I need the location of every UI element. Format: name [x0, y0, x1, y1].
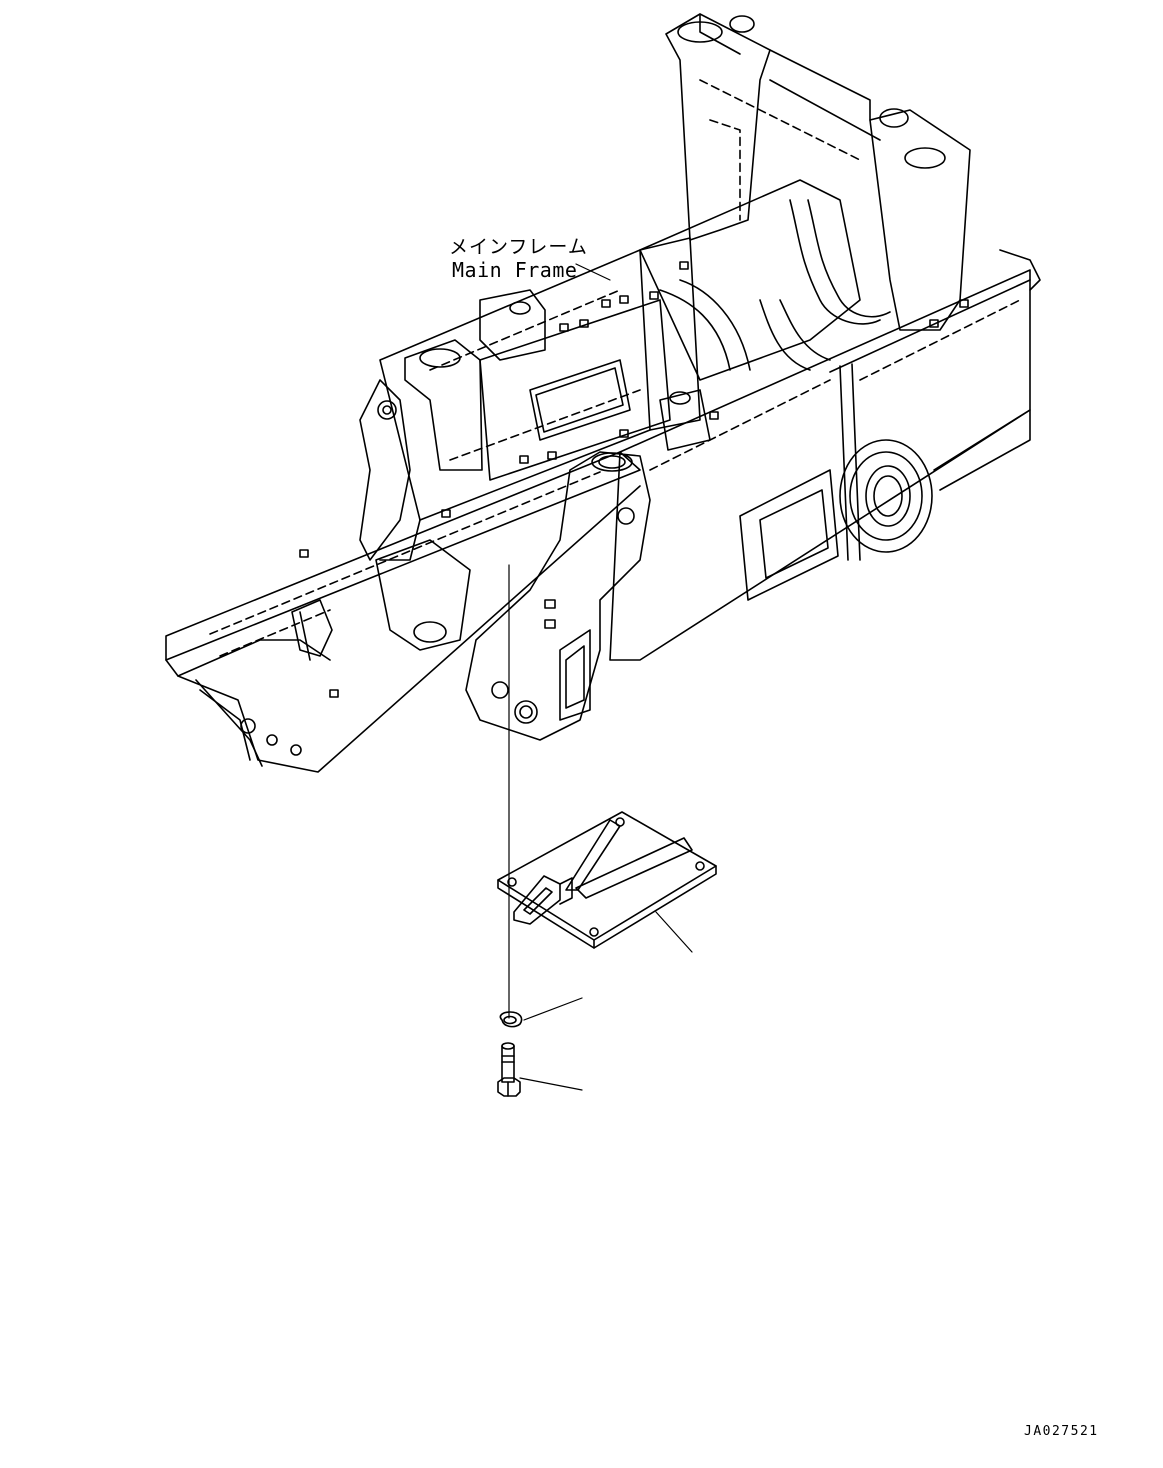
main-frame-label: Main Frame: [452, 258, 578, 282]
document-id: JA027521: [1024, 1424, 1099, 1439]
main-frame-label-japanese: メインフレーム: [449, 236, 588, 258]
frame-base-plate: [165, 451, 641, 661]
left-tower: [404, 339, 483, 471]
frame-right-box: [609, 269, 1031, 661]
plate-leader-line: [655, 911, 693, 953]
washer-leader-line: [523, 997, 583, 1021]
slotted-bracket: [513, 875, 561, 925]
upper-tower-right: [869, 109, 971, 331]
front-tower: [465, 451, 651, 741]
mounting-plate: [497, 811, 717, 949]
bolt: [497, 1042, 521, 1097]
washer: [499, 1011, 523, 1028]
frame-side-beam: [379, 249, 651, 521]
upper-tower-left: [665, 13, 771, 241]
main-frame: [165, 13, 1041, 773]
main-frame-leader-line: [575, 263, 611, 281]
flange: [839, 439, 933, 553]
bolt-leader-line: [519, 1077, 583, 1091]
